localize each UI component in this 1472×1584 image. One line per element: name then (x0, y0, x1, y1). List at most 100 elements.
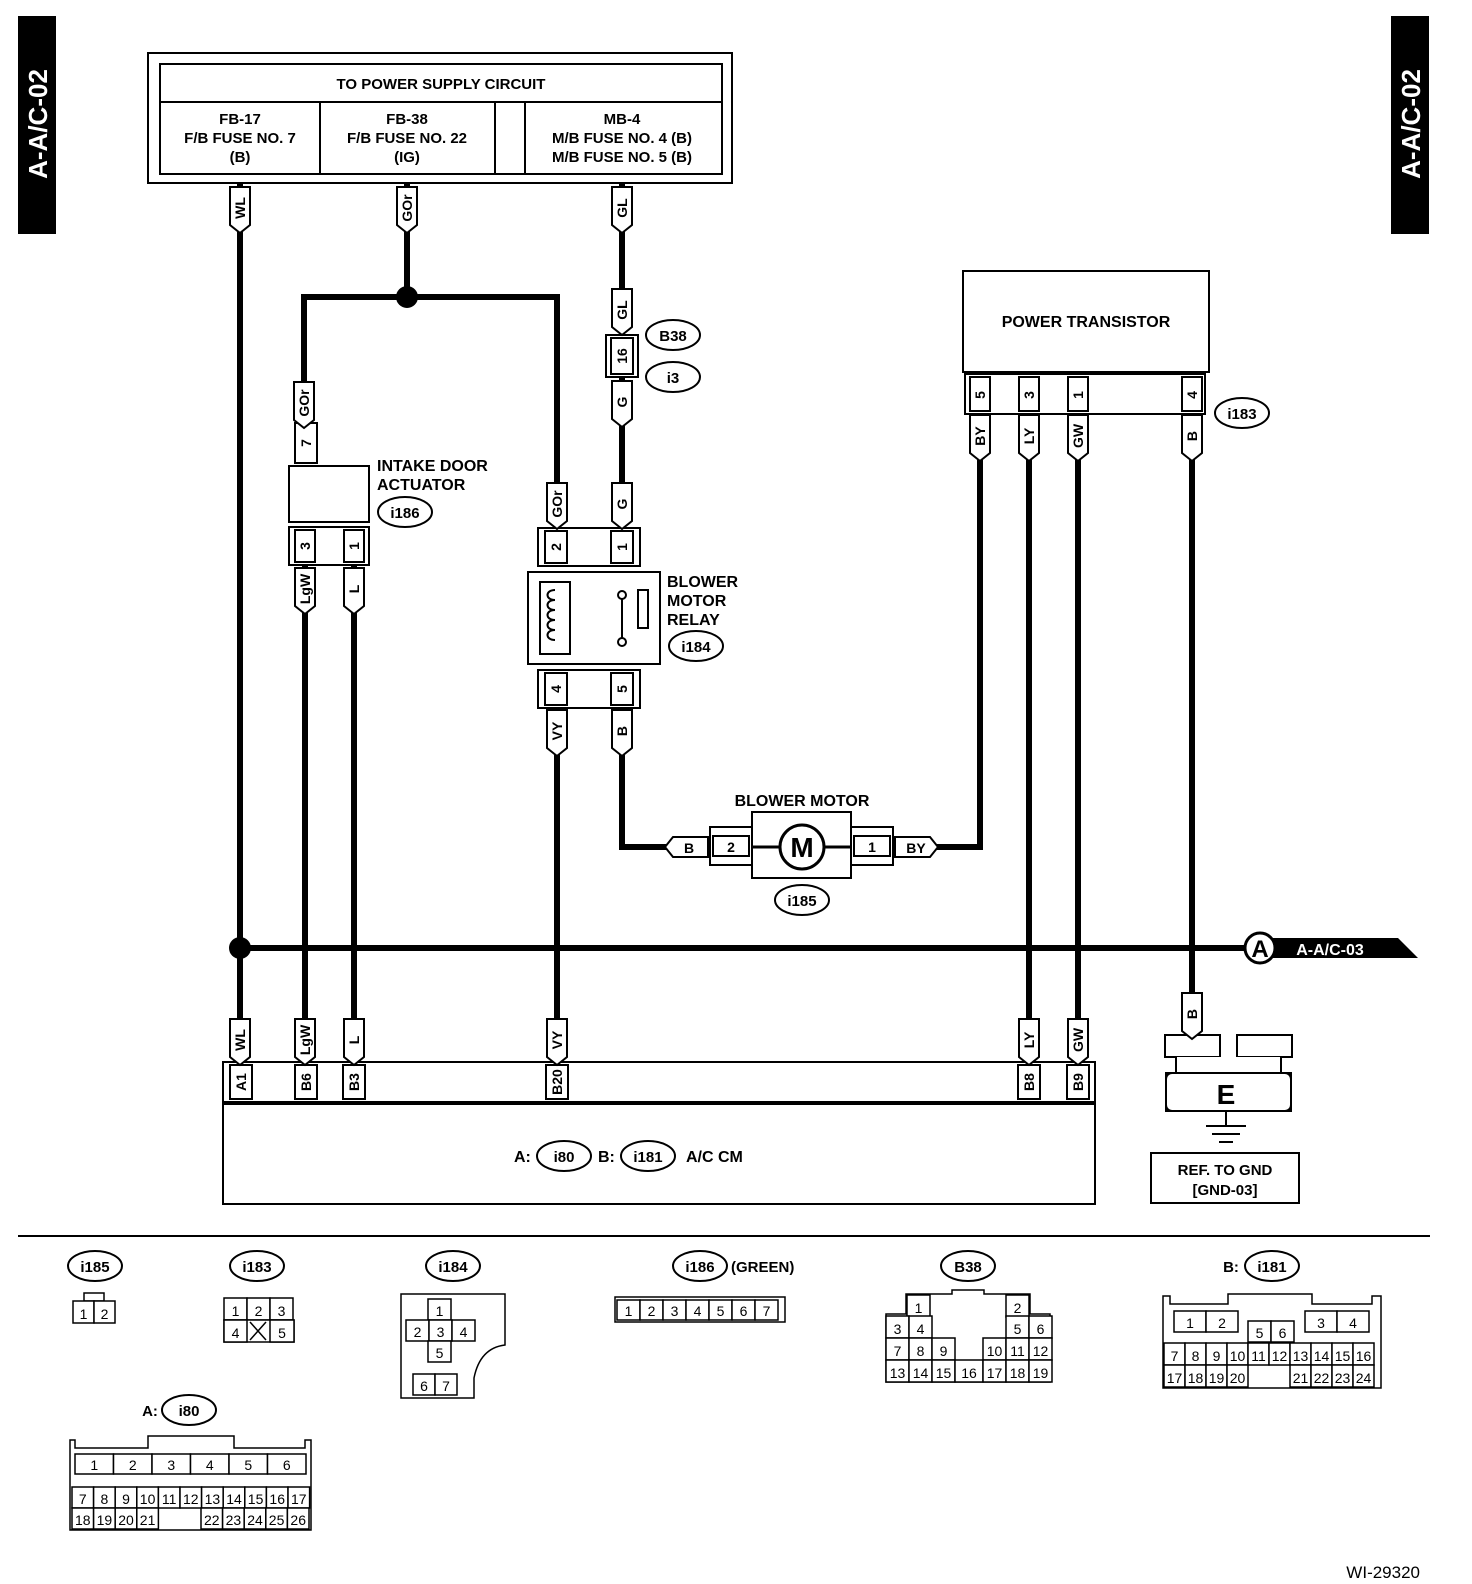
view-i184-pin-6: 6 (420, 1378, 428, 1394)
wire-label-wl-top: WL (229, 186, 251, 234)
pt-pin-4: 4 (1184, 391, 1200, 399)
wire-label-vy-relay: VY (546, 709, 568, 757)
ac-control-module: A1 B6 B3 B20 B8 B9 A: i80 B: i181 A/C CM (222, 1061, 1096, 1205)
power-transistor: POWER TRANSISTOR 5 3 1 4 (962, 270, 1210, 415)
view-b38-pin-1: 1 (915, 1300, 923, 1316)
wire-label-gl-b38: GL (611, 288, 633, 336)
splice-gor (396, 286, 418, 308)
view-i181-pin-17: 17 (1167, 1370, 1183, 1386)
view-i181-pin-8: 8 (1192, 1348, 1200, 1364)
view-i181-pin-14: 14 (1314, 1348, 1330, 1364)
view-i183-pin-1: 1 (232, 1303, 240, 1319)
view-i80-pin-18: 18 (75, 1512, 91, 1528)
wire-gor-relay (407, 294, 560, 520)
view-i184-pin-1: 1 (436, 1303, 444, 1319)
view-i184-pin-3: 3 (437, 1324, 445, 1340)
fuse3-line2: M/B FUSE NO. 4 (B) (552, 130, 692, 147)
view-i181-id-text: i181 (1257, 1259, 1286, 1276)
connector-id-i3: i3 (667, 370, 680, 387)
view-i181-prefix: B: (1223, 1259, 1239, 1276)
wire-label-gl-top-text: GL (614, 198, 630, 218)
fuse2-line3: (IG) (394, 149, 420, 166)
view-i80-pin-12: 12 (183, 1491, 199, 1507)
relay-label-line1: BLOWER (667, 574, 739, 591)
view-i80-pin-14: 14 (226, 1491, 242, 1507)
view-b38-pin-17: 17 (987, 1365, 1003, 1381)
fuse2-line1: FB-38 (386, 111, 428, 128)
wire-label-b-gnd: B (1181, 992, 1203, 1040)
view-i80-pin-4: 4 (206, 1457, 214, 1473)
acm-pins: A1 B6 B3 B20 B8 B9 (229, 1064, 1090, 1100)
wire-label-ly-acm-text: LY (1021, 1031, 1037, 1048)
view-i181-pin-10: 10 (1230, 1348, 1246, 1364)
ida-pin-7: 7 (298, 439, 314, 447)
view-i80-prefix: A: (142, 1403, 158, 1420)
view-i185-pin-2: 2 (101, 1306, 109, 1322)
view-b38-pin-2: 2 (1014, 1300, 1022, 1316)
view-i181-pin-22: 22 (1314, 1370, 1330, 1386)
acm-pin-b8: B8 (1021, 1073, 1037, 1091)
view-b38-pin-14: 14 (913, 1365, 929, 1381)
view-i186-pin-6: 6 (740, 1303, 748, 1319)
view-b38-pin-6: 6 (1037, 1321, 1045, 1337)
wire-label-l-actuator-text: L (346, 584, 362, 593)
acm-connector-i80: i80 (554, 1149, 575, 1166)
view-i183-id: i183 (229, 1250, 285, 1282)
joint-connector-b38-i3: 16 B38 i3 (605, 319, 701, 393)
relay-pin-5: 5 (614, 685, 630, 693)
acm-name: A/C CM (686, 1149, 743, 1166)
wire-label-gor-top-text: GOr (399, 194, 415, 222)
view-i181-pin-20: 20 (1230, 1370, 1246, 1386)
ida-pin-1: 1 (346, 542, 362, 550)
view-i186-id: i186 (672, 1250, 728, 1282)
b38-pin-16: 16 (614, 348, 630, 364)
wire-gor (301, 183, 410, 400)
relay-label-line2: MOTOR (667, 593, 727, 610)
view-b38-pin-19: 19 (1033, 1365, 1049, 1381)
wires (237, 183, 1252, 1060)
wire-label-ly-pt-text: LY (1021, 427, 1037, 444)
wire-label-lgw-acm: LgW (294, 1018, 316, 1066)
wire-label-b-pt-text: B (1184, 431, 1200, 441)
wire-label-lgw-actuator-text: LgW (297, 573, 313, 604)
ida-pin-3: 3 (297, 542, 313, 550)
wire-label-lgw-acm-text: LgW (297, 1024, 313, 1055)
wire-label-b-pt: B (1181, 414, 1203, 462)
wire-label-by-pt-text: BY (972, 426, 988, 446)
view-i181-id: i181 (1244, 1250, 1300, 1282)
view-b38-pin-12: 12 (1033, 1343, 1049, 1359)
view-i181-pin-21: 21 (1293, 1370, 1309, 1386)
view-i80-pin-7: 7 (79, 1491, 87, 1507)
wire-label-ly-pt: LY (1018, 414, 1040, 462)
wire-label-gw-pt: GW (1067, 414, 1089, 462)
view-i181-pin-13: 13 (1293, 1348, 1309, 1364)
wire-label-gor-relay: GOr (546, 482, 568, 530)
motor-symbol: M (790, 832, 813, 863)
view-i181-pin-4: 4 (1349, 1315, 1357, 1331)
view-i181-pin-9: 9 (1213, 1348, 1221, 1364)
wire-label-by-pt: BY (969, 414, 991, 462)
view-b38-pin-10: 10 (987, 1343, 1003, 1359)
wire-label-vy-acm-text: VY (549, 1030, 565, 1049)
view-b38-pin-8: 8 (917, 1343, 925, 1359)
view-i183-pin-4: 4 (232, 1325, 240, 1341)
connector-id-i184: i184 (681, 639, 711, 656)
view-i181-pin-23: 23 (1335, 1370, 1351, 1386)
view-i181-pin-1: 1 (1186, 1315, 1194, 1331)
relay-label-line3: RELAY (667, 612, 720, 629)
view-i186-pin-7: 7 (763, 1303, 771, 1319)
view-i184-id: i184 (425, 1250, 481, 1282)
wire-label-gl-top: GL (611, 186, 633, 234)
motor-pin-1: 1 (868, 839, 876, 855)
view-b38-id-text: B38 (954, 1259, 982, 1276)
wire-label-gor-relay-text: GOr (549, 490, 565, 518)
view-b38-pin-7: 7 (894, 1343, 902, 1359)
connector-id-i186: i186 (390, 505, 419, 522)
view-i184-pin-2: 2 (414, 1324, 422, 1340)
view-i80-pin-16: 16 (269, 1491, 285, 1507)
